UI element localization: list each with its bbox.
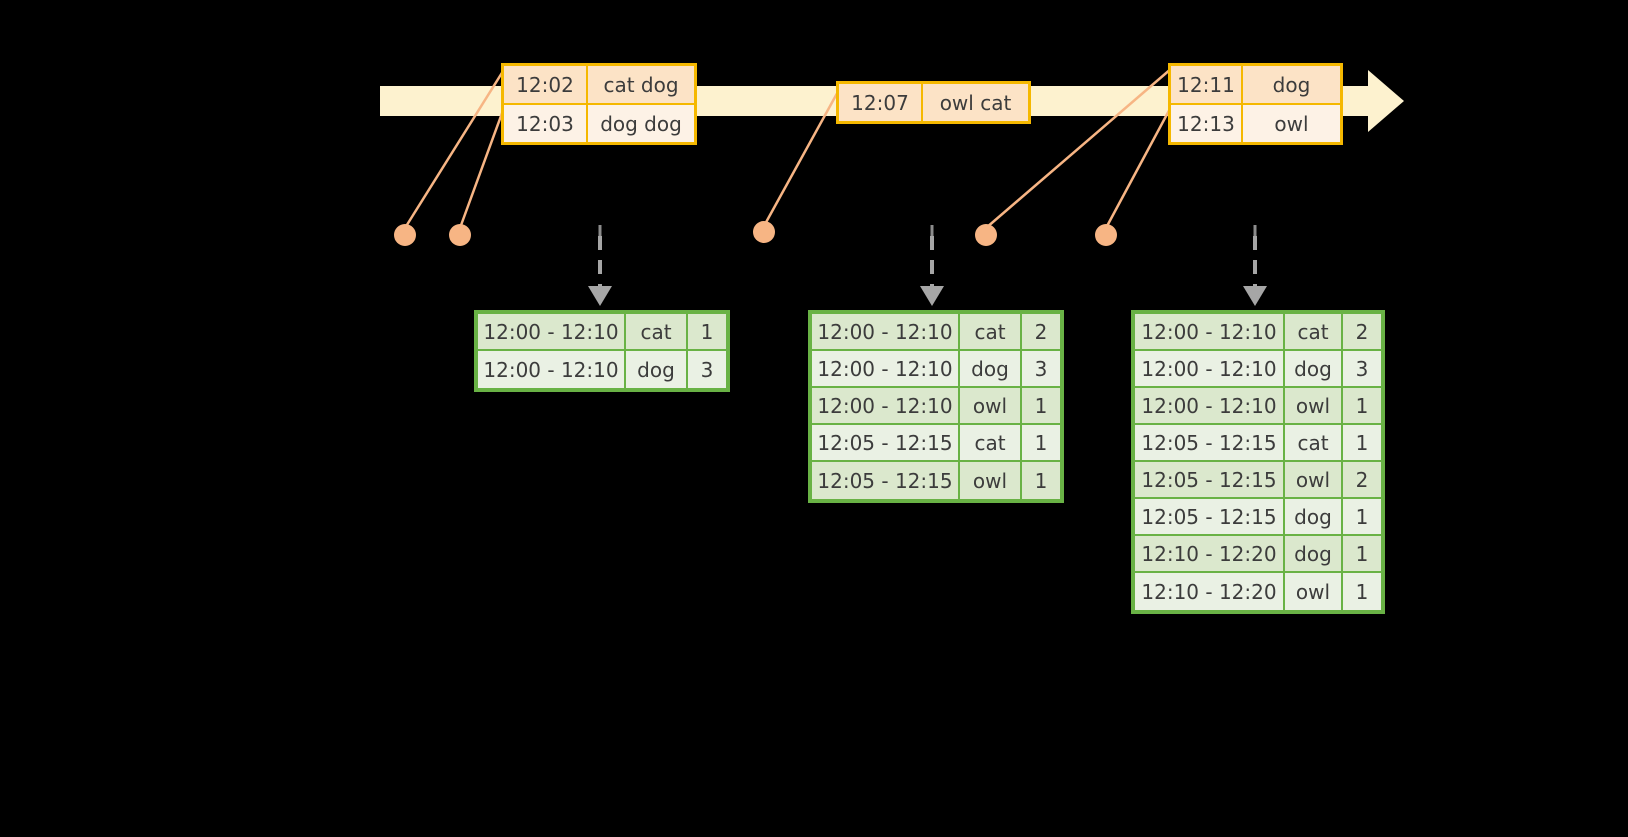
cell-window: 12:00 - 12:10 xyxy=(812,351,960,388)
event-words: dog dog xyxy=(588,105,694,142)
cell-count: 1 xyxy=(1343,499,1381,536)
event-time: 12:11 xyxy=(1171,66,1243,103)
event-words: dog xyxy=(1243,66,1340,103)
event-words: cat dog xyxy=(588,66,694,103)
cell-window: 12:10 - 12:20 xyxy=(1135,573,1285,610)
dashed-arrows xyxy=(598,236,1257,288)
event-dot-4 xyxy=(975,224,997,246)
cell-window: 12:00 - 12:10 xyxy=(812,388,960,425)
cell-count: 2 xyxy=(1022,314,1060,351)
cell-count: 1 xyxy=(688,314,726,351)
cell-count: 3 xyxy=(688,351,726,388)
cell-count: 3 xyxy=(1022,351,1060,388)
cell-window: 12:10 - 12:20 xyxy=(1135,536,1285,573)
cell-count: 2 xyxy=(1343,462,1381,499)
cell-word: cat xyxy=(960,425,1022,462)
event-row[interactable]: 12:03 dog dog xyxy=(504,103,694,142)
event-time: 12:13 xyxy=(1171,105,1243,142)
cell-word: dog xyxy=(1285,351,1343,388)
cell-count: 2 xyxy=(1343,314,1381,351)
cell-word: owl xyxy=(1285,462,1343,499)
cell-count: 1 xyxy=(1343,536,1381,573)
cell-window: 12:00 - 12:10 xyxy=(812,314,960,351)
cell-count: 1 xyxy=(1343,425,1381,462)
cell-window: 12:05 - 12:15 xyxy=(1135,462,1285,499)
cell-window: 12:05 - 12:15 xyxy=(1135,499,1285,536)
event-dot-2 xyxy=(449,224,471,246)
cell-word: owl xyxy=(960,388,1022,425)
cell-window: 12:00 - 12:10 xyxy=(478,314,626,351)
cell-window: 12:00 - 12:10 xyxy=(478,351,626,388)
cell-word: cat xyxy=(1285,314,1343,351)
cell-count: 1 xyxy=(1343,388,1381,425)
timeline-arrow-head-icon xyxy=(1368,70,1404,132)
event-words: owl xyxy=(1243,105,1340,142)
event-row[interactable]: 12:13 owl xyxy=(1171,103,1340,142)
event-row[interactable]: 12:02 cat dog xyxy=(504,66,694,103)
cell-count: 1 xyxy=(1022,388,1060,425)
cell-window: 12:00 - 12:10 xyxy=(1135,388,1285,425)
cell-count: 1 xyxy=(1022,425,1060,462)
cell-window: 12:00 - 12:10 xyxy=(1135,314,1285,351)
event-dot-5 xyxy=(1095,224,1117,246)
event-words: owl cat xyxy=(923,84,1028,121)
cell-word: owl xyxy=(1285,388,1343,425)
cell-word: dog xyxy=(1285,536,1343,573)
dashed-arrow-heads-icon xyxy=(588,286,1267,306)
cell-word: dog xyxy=(960,351,1022,388)
cell-word: cat xyxy=(626,314,688,351)
cell-word: owl xyxy=(960,462,1022,499)
event-box-2[interactable]: 12:07 owl cat xyxy=(836,81,1031,124)
event-row[interactable]: 12:07 owl cat xyxy=(839,84,1028,121)
event-row[interactable]: 12:11 dog xyxy=(1171,66,1340,103)
event-box-1[interactable]: 12:02 cat dog 12:03 dog dog xyxy=(501,63,697,145)
event-time: 12:03 xyxy=(504,105,588,142)
cell-count: 3 xyxy=(1343,351,1381,388)
event-box-3[interactable]: 12:11 dog 12:13 owl xyxy=(1168,63,1343,145)
axis-ticks xyxy=(598,225,1257,242)
cell-window: 12:05 - 12:15 xyxy=(812,425,960,462)
cell-word: cat xyxy=(1285,425,1343,462)
cell-window: 12:00 - 12:10 xyxy=(1135,351,1285,388)
event-time: 12:02 xyxy=(504,66,588,103)
cell-word: dog xyxy=(626,351,688,388)
cell-word: cat xyxy=(960,314,1022,351)
event-dot-3 xyxy=(753,221,775,243)
cell-window: 12:05 - 12:15 xyxy=(1135,425,1285,462)
cell-count: 1 xyxy=(1022,462,1060,499)
cell-window: 12:05 - 12:15 xyxy=(812,462,960,499)
cell-count: 1 xyxy=(1343,573,1381,610)
event-dot-1 xyxy=(394,224,416,246)
event-time: 12:07 xyxy=(839,84,923,121)
cell-word: owl xyxy=(1285,573,1343,610)
cell-word: dog xyxy=(1285,499,1343,536)
